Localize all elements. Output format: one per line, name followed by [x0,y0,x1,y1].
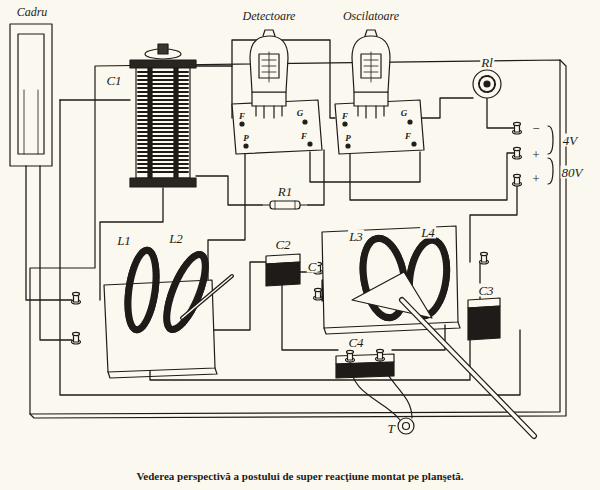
wire [470,180,517,262]
fixed-capacitor [266,254,300,286]
node-heading: Oscilatoare [341,10,401,23]
terminal-screw [480,252,489,264]
variable-capacitor [130,44,196,187]
part-name: Rl [480,56,494,69]
part-name: 4V [562,134,578,147]
detector-tube [232,30,322,154]
resistor-symbol [262,201,308,209]
frame-antenna [10,24,52,166]
frame-winding [24,90,38,154]
telephone-receiver [350,361,414,434]
part-name: + [531,148,542,161]
fixed-capacitor [336,349,394,378]
part-name: C1 [105,74,122,87]
frame-outer [10,24,52,166]
part-name: C [307,260,318,273]
wire [60,99,130,100]
terminal-screw [72,332,81,344]
tube-node: Oscilatoare [334,6,408,116]
wire [196,66,232,118]
pin-name: F [300,132,308,141]
pin-name: P [242,134,250,143]
wire [208,152,245,290]
part-name: L3 [348,230,364,243]
pin-name: G [296,109,305,118]
part-name: + [531,172,542,185]
part-name: R1 [277,185,293,198]
figure-caption: Vederea perspectivă a postului de super … [0,470,600,482]
part-name: L4 [420,226,436,239]
pin-name: G [400,109,409,118]
part-name: T [386,422,395,435]
coil-holder [322,226,534,436]
fixed-capacitor [468,298,500,340]
wire [26,166,72,300]
wire [420,98,473,118]
frame-antenna-node: Cadru [4,2,60,170]
terminal-screw [513,122,522,134]
rheostat-dial [473,70,501,98]
terminal-screw [513,147,522,159]
wire [350,152,517,200]
oscillator-tube [335,30,424,154]
part-name: 80V [561,166,584,179]
wire [196,176,262,205]
wire [310,152,420,182]
wire [212,262,266,330]
wire [40,166,72,340]
terminal-screw [314,288,323,300]
wire [487,98,517,128]
tube-node: Detectoare [234,6,304,116]
base-board [30,60,560,414]
part-name: C2 [274,238,291,251]
part-name: L1 [116,234,132,247]
frame-inner [18,34,44,154]
part-name: − [531,122,542,135]
board-edge [30,60,566,418]
bracket [548,126,553,154]
pin-name: P [344,134,352,143]
coil-holder [104,245,232,378]
pin-name: F [404,132,412,141]
bracket [548,158,553,184]
terminal-screw [513,174,522,186]
pin-name: F [341,112,349,121]
node-heading: Cadru [15,6,50,19]
part-name: C4 [347,336,364,349]
pin-name: F [238,112,246,121]
part-name: L2 [168,232,184,245]
node-heading: Detectoare [241,10,298,23]
terminal-screw [72,292,81,304]
part-name: C3 [477,284,494,297]
